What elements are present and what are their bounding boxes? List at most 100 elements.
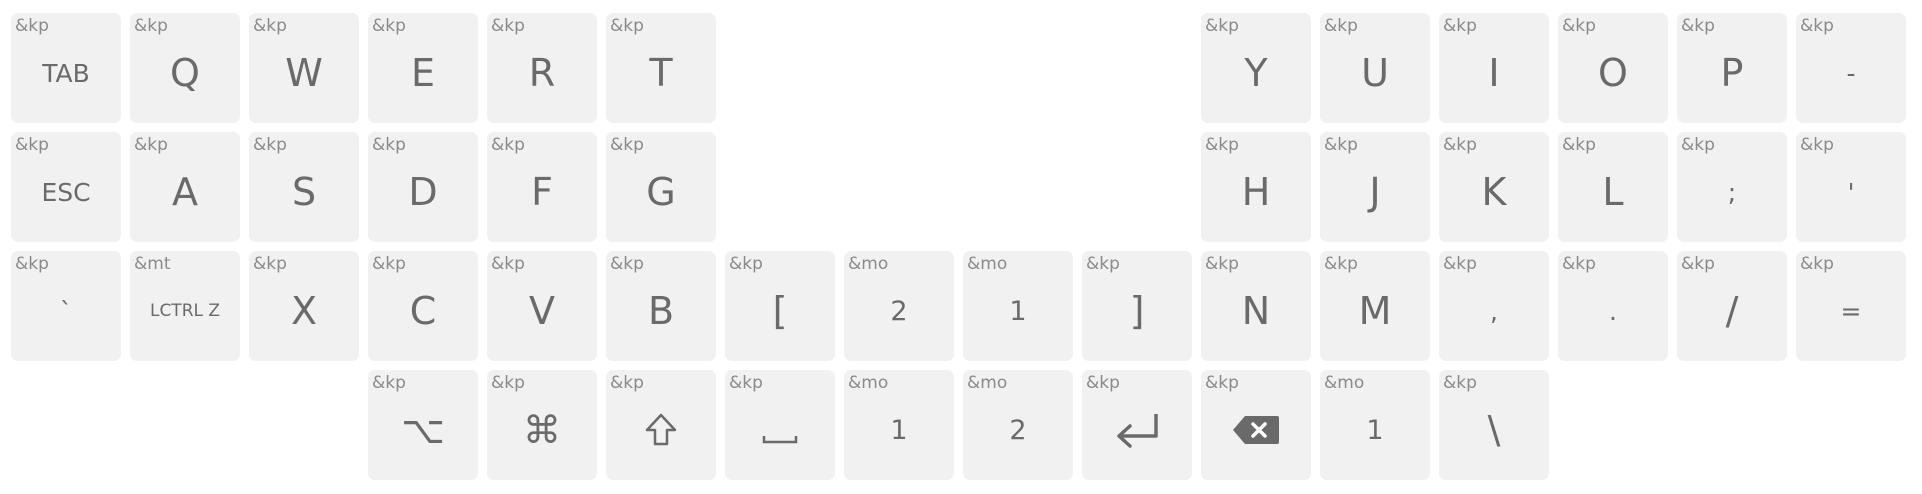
command-icon: ⌘ (523, 408, 561, 452)
key-mo-1: &mo 1 (1320, 370, 1430, 480)
binding-type: &kp (610, 254, 644, 274)
key-legend: . (1609, 296, 1617, 326)
key-legend: H (1241, 170, 1271, 214)
binding-type: &kp (1681, 135, 1715, 155)
binding-type: &kp (1205, 254, 1239, 274)
binding-type: &kp (372, 254, 406, 274)
key-legend: N (1241, 289, 1271, 333)
key-backspace: &kp (1201, 370, 1311, 480)
key-legend: W (285, 51, 323, 95)
binding-type: &kp (1086, 254, 1120, 274)
enter-icon (1082, 370, 1192, 480)
key-shift: &kp (606, 370, 716, 480)
key-legend: O (1598, 51, 1628, 95)
key-legend: D (408, 170, 438, 214)
key-h: &kp H (1201, 132, 1311, 242)
key-legend: M (1358, 289, 1392, 333)
key-legend: ' (1847, 177, 1855, 207)
key-legend: E (410, 51, 435, 95)
key-legend: 2 (1009, 414, 1027, 446)
key-legend: G (646, 170, 676, 214)
key-mo-1: &mo 1 (844, 370, 954, 480)
key-legend: ESC (41, 177, 91, 207)
key-legend: Y (1244, 51, 1268, 95)
key-y: &kp Y (1201, 13, 1311, 123)
binding-type: &kp (1562, 254, 1596, 274)
key-legend: [ (772, 289, 788, 333)
key-tab: &kp TAB (11, 13, 121, 123)
binding-type: &kp (491, 16, 525, 36)
key-lctrl-z: &mt LCTRL Z (130, 251, 240, 361)
binding-type: &mo (967, 254, 1008, 274)
key-legend: U (1361, 51, 1389, 95)
key-legend: R (528, 51, 556, 95)
key-legend: ] (1129, 289, 1145, 333)
key-legend: 1 (1366, 414, 1384, 446)
binding-type: &kp (1800, 254, 1834, 274)
key-period: &kp . (1558, 251, 1668, 361)
binding-type: &kp (491, 254, 525, 274)
key-legend: ` (59, 296, 73, 326)
key-right-bracket: &kp ] (1082, 251, 1192, 361)
key-space: &kp (725, 370, 835, 480)
key-s: &kp S (249, 132, 359, 242)
key-legend: , (1490, 296, 1498, 326)
key-legend: V (529, 289, 555, 333)
key-t: &kp T (606, 13, 716, 123)
binding-type: &kp (134, 16, 168, 36)
key-x: &kp X (249, 251, 359, 361)
binding-type: &kp (372, 16, 406, 36)
key-mo-1: &mo 1 (963, 251, 1073, 361)
binding-type: &kp (253, 254, 287, 274)
binding-type: &kp (15, 16, 49, 36)
space-icon (725, 370, 835, 480)
binding-type: &kp (253, 135, 287, 155)
key-equals: &kp = (1796, 251, 1906, 361)
key-legend: 1 (1009, 295, 1027, 327)
key-c: &kp C (368, 251, 478, 361)
key-w: &kp W (249, 13, 359, 123)
binding-type: &kp (372, 373, 406, 393)
key-comma: &kp , (1439, 251, 1549, 361)
binding-type: &mo (848, 373, 889, 393)
binding-type: &kp (15, 254, 49, 274)
binding-type: &kp (729, 373, 763, 393)
key-legend: 2 (890, 295, 908, 327)
key-legend: \ (1487, 408, 1501, 452)
key-legend: P (1720, 51, 1744, 95)
key-apostrophe: &kp ' (1796, 132, 1906, 242)
key-legend: - (1846, 58, 1856, 88)
binding-type: &mt (134, 254, 171, 274)
binding-type: &mo (967, 373, 1008, 393)
key-e: &kp E (368, 13, 478, 123)
key-b: &kp B (606, 251, 716, 361)
key-n: &kp N (1201, 251, 1311, 361)
binding-type: &kp (1681, 16, 1715, 36)
binding-type: &kp (1205, 16, 1239, 36)
binding-type: &kp (610, 16, 644, 36)
key-legend: J (1369, 170, 1381, 214)
key-j: &kp J (1320, 132, 1430, 242)
key-mo-2: &mo 2 (963, 370, 1073, 480)
option-icon: ⌥ (401, 408, 445, 452)
key-legend: Q (170, 51, 200, 95)
key-mo-2: &mo 2 (844, 251, 954, 361)
key-l: &kp L (1558, 132, 1668, 242)
binding-type: &kp (253, 16, 287, 36)
binding-type: &kp (1562, 135, 1596, 155)
key-v: &kp V (487, 251, 597, 361)
binding-type: &kp (1681, 254, 1715, 274)
key-legend: ; (1727, 177, 1737, 207)
key-legend: T (649, 51, 673, 95)
binding-type: &kp (1205, 135, 1239, 155)
binding-type: &kp (1800, 16, 1834, 36)
key-q: &kp Q (130, 13, 240, 123)
binding-type: &kp (1800, 135, 1834, 155)
key-g: &kp G (606, 132, 716, 242)
binding-type: &kp (372, 135, 406, 155)
binding-type: &mo (848, 254, 889, 274)
binding-type: &kp (1562, 16, 1596, 36)
key-f: &kp F (487, 132, 597, 242)
key-p: &kp P (1677, 13, 1787, 123)
